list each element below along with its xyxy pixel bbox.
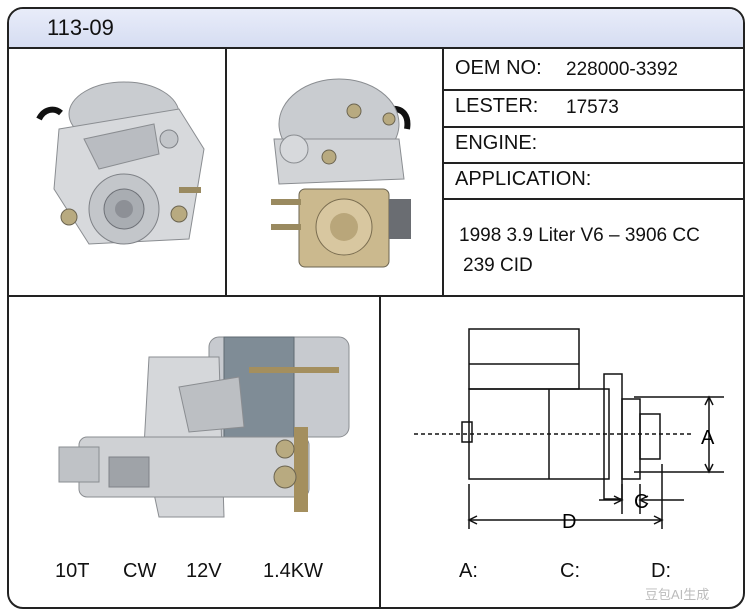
- oem-value: 228000-3392: [566, 59, 678, 80]
- dim-c-label: C:: [560, 560, 580, 582]
- divider-photo-1: [225, 47, 227, 297]
- application-line-2: 239 CID: [463, 255, 533, 276]
- dim-a-letter: A: [701, 427, 715, 449]
- application-label: APPLICATION:: [455, 168, 592, 190]
- dim-d-letter: D: [562, 511, 576, 533]
- product-card: 113-09 OEM NO: 228000-3392 LESTER: 17573…: [7, 7, 745, 609]
- application-details: 1998 3.9 Liter V6 – 3906 CC 239 CID: [459, 221, 700, 281]
- row-divider-1: [442, 89, 743, 91]
- middle-divider: [9, 295, 743, 297]
- bottom-divider: [379, 295, 381, 607]
- watermark: 豆包AI生成: [645, 587, 710, 602]
- teeth-count: 10T: [55, 560, 90, 582]
- lester-value: 17573: [566, 97, 619, 118]
- dimension-drawing: A C D: [414, 328, 724, 533]
- rotation: CW: [123, 560, 157, 582]
- divider-photo-2: [442, 47, 444, 297]
- power: 1.4KW: [263, 560, 324, 582]
- voltage: 12V: [186, 560, 222, 582]
- part-number: 113-09: [47, 15, 114, 40]
- row-divider-4: [442, 198, 743, 200]
- starter-side-photo: [58, 336, 350, 518]
- row-divider-3: [442, 162, 743, 164]
- engine-label: ENGINE:: [455, 132, 538, 154]
- application-line-1: 1998 3.9 Liter V6 – 3906 CC: [459, 225, 700, 246]
- dim-a-label: A:: [459, 560, 478, 582]
- lester-label: LESTER:: [455, 95, 539, 117]
- oem-label: OEM NO:: [455, 57, 542, 79]
- header-bar: 113-09: [9, 9, 743, 49]
- dim-c-letter: C: [634, 491, 648, 513]
- row-divider-2: [442, 126, 743, 128]
- starter-rear-photo: [271, 78, 411, 268]
- starter-front-photo: [36, 81, 205, 245]
- dim-d-label: D:: [651, 560, 671, 582]
